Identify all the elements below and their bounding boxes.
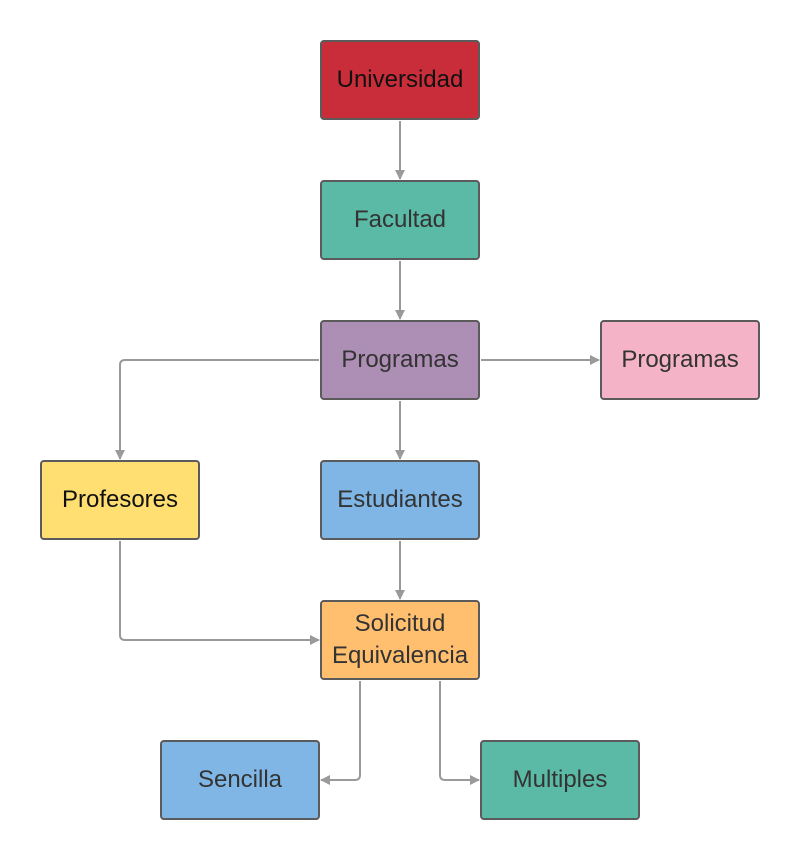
node-label-solicitud-equivalencia: Solicitud Equivalencia — [331, 610, 469, 669]
node-label-universidad: Universidad — [336, 66, 464, 93]
node-universidad[interactable]: Universidad — [320, 40, 480, 120]
node-programas-secondary[interactable]: Programas — [600, 320, 760, 400]
node-sencilla[interactable]: Sencilla — [160, 740, 320, 820]
node-label-profesores: Profesores — [61, 486, 179, 513]
node-solicitud-equivalencia[interactable]: Solicitud Equivalencia — [320, 600, 480, 680]
node-programas[interactable]: Programas — [320, 320, 480, 400]
edge-group — [115, 121, 600, 785]
node-multiples[interactable]: Multiples — [480, 740, 640, 820]
node-estudiantes[interactable]: Estudiantes — [320, 460, 480, 540]
node-label-sencilla: Sencilla — [197, 766, 283, 793]
node-label-programas-secondary: Programas — [621, 346, 739, 373]
node-label-programas: Programas — [341, 346, 459, 373]
connector-profesores-to-solicitud — [119, 541, 320, 645]
node-label-estudiantes: Estudiantes — [337, 486, 463, 513]
node-profesores[interactable]: Profesores — [40, 460, 200, 540]
node-facultad[interactable]: Facultad — [320, 180, 480, 260]
node-label-facultad: Facultad — [353, 206, 447, 233]
node-label-multiples: Multiples — [512, 766, 608, 793]
connector-solicitud-to-sencilla — [320, 681, 361, 785]
connector-solicitud-to-multiples — [439, 681, 480, 785]
connector-programas-to-profesores — [115, 359, 319, 460]
